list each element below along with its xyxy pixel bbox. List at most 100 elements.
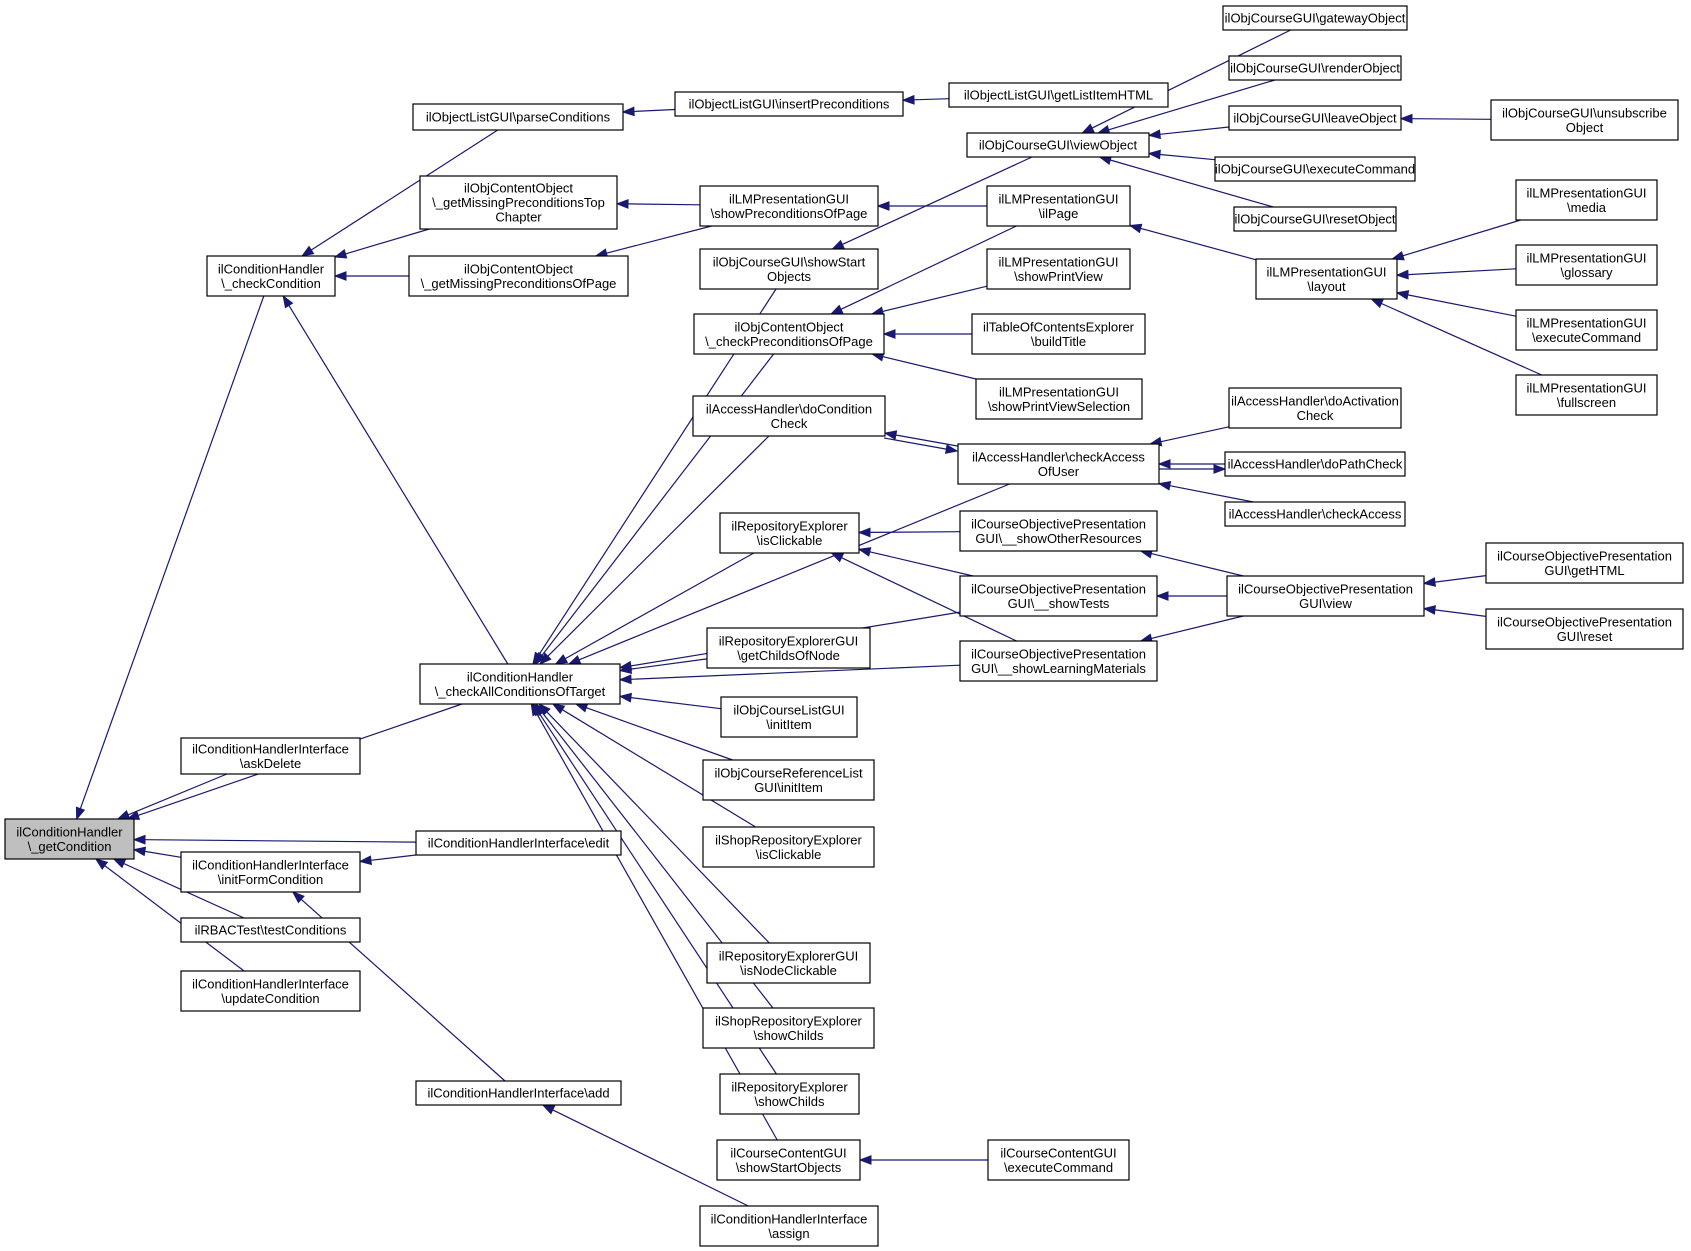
edge-repoGuiNodeClick-to-chkAllCond (538, 702, 770, 944)
node-label: \showPrintViewSelection (988, 399, 1130, 414)
node-askDelete[interactable]: ilConditionHandlerInterface\askDelete (180, 737, 361, 775)
node-box (693, 313, 885, 355)
edge-line (144, 839, 417, 843)
node-box (1490, 99, 1679, 141)
edge-checkAccess-to-checkAccessOfUser (1157, 480, 1254, 503)
node-showOtherRes[interactable]: ilCourseObjectivePresentationGUI\__showO… (959, 510, 1158, 552)
arrowhead (300, 245, 315, 257)
node-label: GUI\__showTests (1008, 596, 1110, 611)
node-doPathCheck[interactable]: ilAccessHandler\doPathCheck (1224, 451, 1406, 477)
node-updateCondition[interactable]: ilConditionHandlerInterface\updateCondit… (180, 970, 361, 1012)
node-box (408, 255, 629, 297)
node-repoGuiChilds[interactable]: ilRepositoryExplorerGUI\getChildsOfNode (706, 627, 871, 669)
edge-line (561, 709, 756, 828)
node-resetObject[interactable]: ilObjCourseGUI\resetObject (1233, 206, 1397, 232)
node-getListItemHTML[interactable]: ilObjectListGUI\getListItemHTML (948, 82, 1169, 108)
node-showTests[interactable]: ilCourseObjectivePresentationGUI\__showT… (959, 575, 1158, 617)
node-tocBuildTitle[interactable]: ilTableOfContentsExplorer\buildTitle (971, 313, 1146, 355)
node-add[interactable]: ilConditionHandlerInterface\add (415, 1080, 622, 1106)
node-lmExecute[interactable]: ilLMPresentationGUI\executeCommand (1515, 309, 1658, 351)
node-lmMedia[interactable]: ilLMPresentationGUI\media (1515, 179, 1658, 221)
node-getCondition[interactable]: ilConditionHandler\_getCondition (4, 818, 135, 860)
arrowhead (282, 294, 294, 309)
node-label: ilCourseObjectivePresentation (971, 646, 1146, 661)
arrowhead (551, 703, 566, 715)
edge-line (630, 658, 708, 670)
node-repoShowChilds[interactable]: ilRepositoryExplorer\showChilds (719, 1073, 860, 1115)
node-shopIsClickable[interactable]: ilShopRepositoryExplorer\isClickable (702, 826, 875, 868)
node-lmShowPrintSel[interactable]: ilLMPresentationGUI\showPrintViewSelecti… (975, 378, 1143, 420)
node-chkAllCond[interactable]: ilConditionHandler\_checkAllConditionsOf… (419, 663, 621, 705)
node-box (4, 818, 135, 860)
edge-line (1407, 268, 1517, 276)
node-showPrecondOfPage[interactable]: ilLMPresentationGUI\showPreconditionsOfP… (699, 185, 879, 227)
edge-doActivationCheck-to-checkAccessOfUser (1148, 426, 1230, 447)
node-checkCondition[interactable]: ilConditionHandler\_checkCondition (206, 255, 336, 297)
node-insertPrecond[interactable]: ilObjectListGUI\insertPreconditions (674, 91, 904, 117)
node-lmIlPage[interactable]: ilLMPresentationGUI\ilPage (986, 185, 1131, 227)
node-box (1214, 156, 1416, 182)
node-box (959, 510, 1158, 552)
edge-line (883, 437, 947, 450)
node-label: \ilPage (1039, 206, 1079, 221)
node-label: \_getCondition (28, 839, 112, 854)
node-renderObject[interactable]: ilObjCourseGUI\renderObject (1228, 55, 1402, 81)
node-lmGlossary[interactable]: ilLMPresentationGUI\glossary (1515, 244, 1658, 286)
node-assign[interactable]: ilConditionHandlerInterface\assign (699, 1205, 879, 1247)
edge-line (1434, 609, 1487, 617)
arrowhead (1422, 605, 1436, 615)
node-repoGuiNodeClick[interactable]: ilRepositoryExplorerGUI\isNodeClickable (706, 942, 871, 984)
node-box (1228, 55, 1402, 81)
node-ccShowStart[interactable]: ilCourseContentGUI\showStartObjects (716, 1139, 861, 1181)
node-missTopChapter[interactable]: ilObjContentObject\_getMissingPreconditi… (419, 175, 618, 230)
node-ccExecute[interactable]: ilCourseContentGUI\executeCommand (987, 1139, 1130, 1181)
edge-line (627, 203, 701, 206)
edge-edit-to-initFormCondition (358, 854, 417, 866)
node-missOfPage[interactable]: ilObjContentObject\_getMissingPreconditi… (408, 255, 629, 297)
node-checkPrecondOfPage[interactable]: ilObjContentObject\_checkPreconditionsOf… (693, 313, 885, 355)
edge-line (1169, 485, 1254, 503)
node-label: \executeCommand (1532, 330, 1641, 345)
node-viewObject[interactable]: ilObjCourseGUI\viewObject (966, 132, 1150, 158)
arrowhead (554, 654, 569, 665)
node-box (1515, 244, 1658, 286)
node-gatewayObject[interactable]: ilObjCourseGUI\gatewayObject (1222, 5, 1408, 31)
node-label: \executeCommand (1004, 1160, 1113, 1175)
edge-line (1108, 79, 1276, 131)
node-executeCommand[interactable]: ilObjCourseGUI\executeCommand (1214, 156, 1416, 182)
edge-showOtherRes-to-repoIsClickable (857, 527, 961, 538)
arrowhead (1395, 290, 1410, 300)
node-initFormCondition[interactable]: ilConditionHandlerInterface\initFormCond… (180, 851, 361, 893)
edge-parseConditions-to-checkCondition (300, 129, 499, 257)
node-box (1485, 542, 1684, 584)
edge-line (578, 483, 1010, 661)
node-label: ilLMPresentationGUI (1267, 264, 1387, 279)
arrowhead (534, 651, 547, 666)
node-rbacTest[interactable]: ilRBACTest\testConditions (180, 917, 361, 943)
node-lmShowPrintView[interactable]: ilLMPresentationGUI\showPrintView (986, 248, 1131, 290)
node-shopShowChilds[interactable]: ilShopRepositoryExplorer\showChilds (702, 1007, 875, 1049)
node-repoIsClickable[interactable]: ilRepositoryExplorer\isClickable (719, 512, 860, 554)
node-showStartObjects[interactable]: ilObjCourseGUI\showStartObjects (699, 248, 879, 290)
node-label: \getChildsOfNode (737, 648, 840, 663)
node-checkAccess[interactable]: ilAccessHandler\checkAccess (1224, 501, 1406, 527)
node-parseConditions[interactable]: ilObjectListGUI\parseConditions (412, 103, 624, 131)
node-courseListInit[interactable]: ilObjCourseListGUI\initItem (720, 696, 858, 738)
node-showLearnMat[interactable]: ilCourseObjectivePresentationGUI\__showL… (959, 640, 1158, 682)
node-lmLayout[interactable]: ilLMPresentationGUI\layout (1255, 258, 1398, 300)
node-label: ilConditionHandler (16, 824, 123, 839)
node-lmFullscreen[interactable]: ilLMPresentationGUI\fullscreen (1515, 374, 1658, 416)
arrowhead (876, 201, 890, 211)
node-label: OfUser (1038, 464, 1080, 479)
node-leaveObject[interactable]: ilObjCourseGUI\leaveObject (1228, 105, 1402, 131)
node-edit[interactable]: ilConditionHandlerInterface\edit (415, 830, 622, 856)
node-box (1515, 309, 1658, 351)
